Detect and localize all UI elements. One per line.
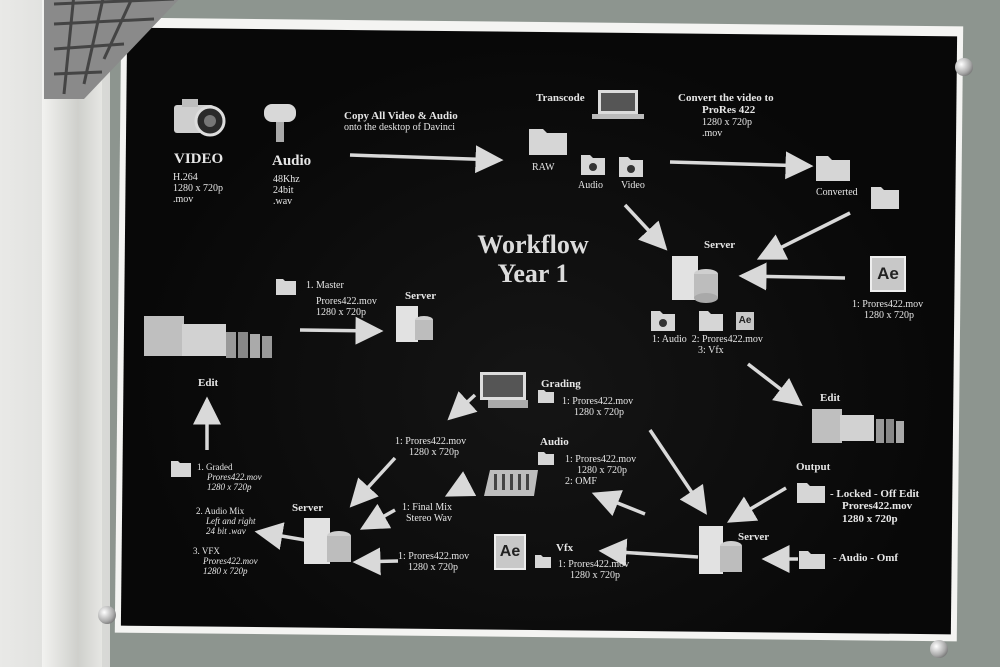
camera-icon	[174, 99, 226, 137]
arrow	[352, 547, 399, 576]
server-label: Server	[704, 239, 736, 251]
arrow	[726, 486, 787, 523]
server-label: Server	[738, 531, 770, 543]
arrow	[598, 538, 699, 567]
folder-icon	[538, 390, 554, 403]
master-label: 1. Master	[306, 280, 344, 291]
server-icon	[304, 518, 351, 564]
folder-audio-icon	[581, 155, 605, 175]
after-effects-icon: Ae	[870, 256, 906, 292]
audio-title: Audio	[272, 153, 312, 169]
edit-suite-icon	[812, 409, 904, 443]
folder-icon	[535, 555, 551, 568]
audio-mixer-icon	[484, 470, 538, 496]
output-locked: - Locked - Off Edit Prores422.mov 1280 x…	[830, 488, 920, 525]
arrow	[444, 471, 477, 497]
pushpin-icon	[98, 606, 116, 624]
folder-video-icon	[619, 157, 643, 177]
arrow	[447, 391, 478, 421]
folder-audio-icon	[651, 311, 675, 331]
laptop-icon	[592, 90, 644, 119]
transcode-label: Transcode	[536, 92, 585, 104]
audio-section-label: Audio	[540, 436, 569, 448]
arrow	[623, 203, 668, 251]
folder-icon	[871, 187, 899, 209]
folder-icon	[699, 311, 723, 331]
grading-monitor-icon	[480, 372, 528, 408]
edit-suite-icon	[144, 316, 272, 358]
folder-icon	[276, 279, 296, 295]
video-folder-label: Video	[621, 180, 645, 191]
arrow	[738, 262, 846, 291]
raw-label: RAW	[532, 162, 555, 173]
vfx-label: Vfx	[556, 542, 574, 554]
pushpin-icon	[930, 640, 948, 658]
arrow	[669, 151, 814, 180]
arrow	[349, 456, 397, 508]
server-icon	[396, 306, 433, 342]
server-outputs: 1: Audio 2: Prores422.mov 3: Vfx	[652, 334, 763, 357]
arrow	[648, 429, 707, 515]
edit-label: Edit	[820, 392, 841, 404]
pushpin-icon	[955, 58, 973, 76]
server-label: Server	[292, 502, 324, 514]
after-effects-icon: Ae	[494, 534, 526, 570]
folder-icon	[799, 551, 825, 569]
arrow	[299, 316, 384, 345]
video-title: VIDEO	[174, 151, 224, 167]
folder-icon	[171, 461, 191, 477]
folder-icon	[797, 483, 825, 503]
server-label: Server	[405, 290, 437, 302]
arrow	[591, 490, 646, 517]
convert-instruction: Convert the video to ProRes 422 1280 x 7…	[678, 92, 774, 139]
arrow	[746, 362, 803, 407]
grading-label: Grading	[541, 378, 581, 390]
board-frame	[42, 0, 102, 667]
folder-icon	[529, 129, 567, 155]
arrow	[359, 503, 396, 530]
edit-label: Edit	[198, 377, 219, 389]
server-icon	[699, 526, 742, 574]
arrow	[254, 522, 306, 550]
server-icon	[672, 256, 718, 303]
audio-folder-label: Audio	[578, 180, 603, 191]
corner-protector-icon	[44, 0, 179, 99]
output-label: Output	[796, 461, 831, 473]
arrow	[756, 211, 851, 260]
after-effects-icon: Ae	[736, 312, 754, 330]
folder-icon	[538, 452, 554, 465]
microphone-icon	[264, 104, 296, 142]
output-audio: - Audio - Omf	[833, 552, 899, 564]
arrow	[349, 145, 504, 174]
converted-label: Converted	[816, 187, 858, 198]
folder-icon	[816, 156, 850, 181]
